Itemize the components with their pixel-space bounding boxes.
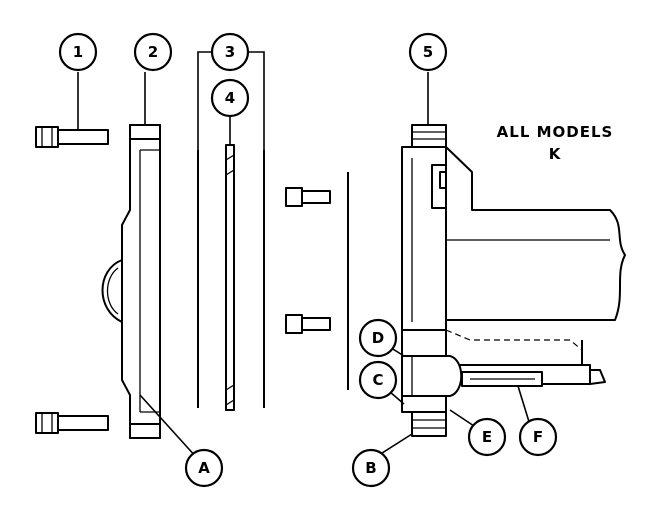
svg-text:B: B — [365, 459, 376, 477]
svg-text:4: 4 — [225, 89, 235, 107]
gasket-set — [197, 150, 265, 408]
callout-F: F — [518, 417, 558, 457]
callout-3: 3 — [210, 32, 250, 72]
callout-B: B — [351, 448, 391, 488]
cover-plate — [101, 124, 161, 439]
svg-text:3: 3 — [225, 43, 235, 61]
callout-4: 4 — [210, 78, 250, 118]
screw-upper — [285, 187, 331, 207]
title-line-2: K — [549, 145, 562, 163]
leader-A — [139, 394, 198, 459]
housing — [401, 124, 626, 437]
callout-A: A — [184, 448, 224, 488]
bolt-upper — [35, 126, 109, 148]
bolt-lower — [35, 412, 109, 434]
svg-text:5: 5 — [423, 43, 433, 61]
svg-text:1: 1 — [73, 43, 83, 61]
callout-D: D — [358, 318, 398, 358]
leader-3 — [197, 51, 265, 150]
title-line-1: ALL MODELS — [497, 123, 614, 141]
callout-1: 1 — [58, 32, 98, 72]
svg-text:C: C — [372, 371, 383, 389]
leader-C — [389, 391, 405, 405]
callout-C: C — [358, 360, 398, 400]
callout-2: 2 — [133, 32, 173, 72]
callout-5: 5 — [408, 32, 448, 72]
leader-B — [378, 433, 413, 456]
callout-E: E — [467, 417, 507, 457]
svg-text:D: D — [372, 329, 384, 347]
svg-text:2: 2 — [148, 43, 158, 61]
shim — [225, 144, 235, 411]
screw-lower — [285, 314, 331, 334]
leader-F — [517, 385, 531, 426]
svg-text:F: F — [533, 428, 543, 446]
leader-E — [449, 409, 475, 427]
svg-text:A: A — [198, 459, 210, 477]
svg-text:E: E — [482, 428, 492, 446]
